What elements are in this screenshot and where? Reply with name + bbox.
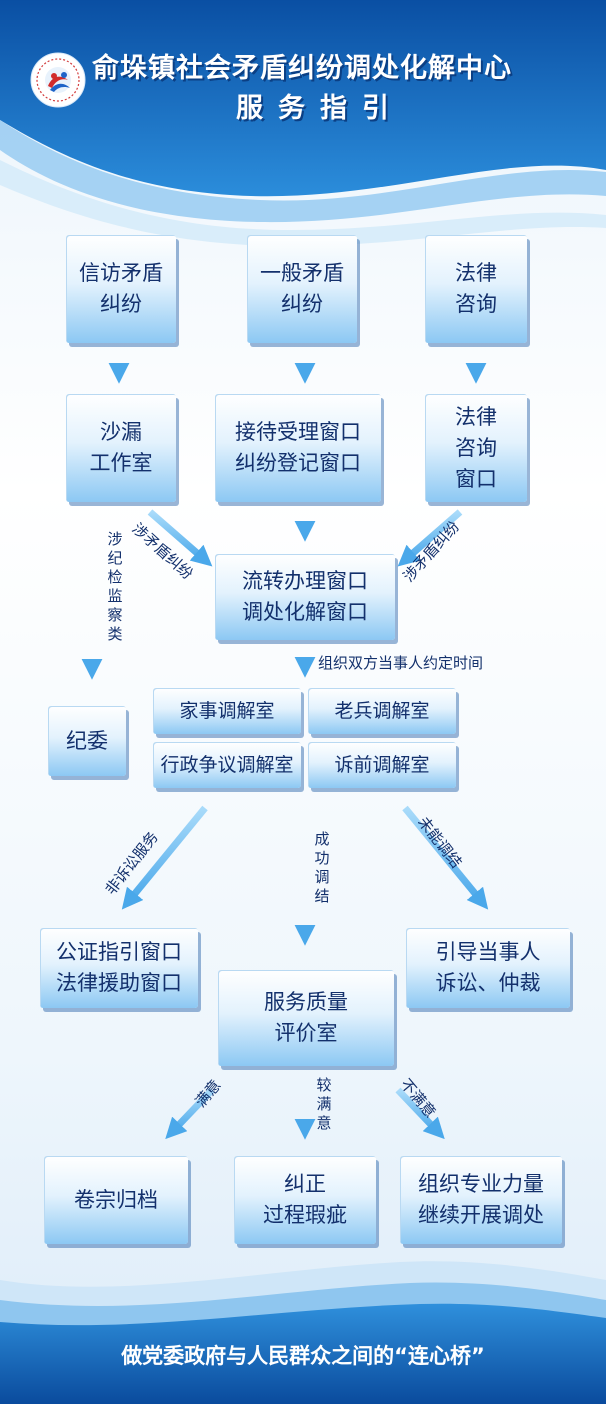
box-line: 纠正 — [284, 1172, 326, 1196]
arrow-bumanyi — [395, 1087, 445, 1140]
box-litigation-guide: 引导当事人 诉讼、仲裁 — [406, 928, 570, 1008]
box-line: 咨询 — [455, 292, 497, 316]
box-line: 诉前调解室 — [334, 753, 430, 776]
box-professional-force: 组织专业力量 继续开展调处 — [400, 1156, 562, 1244]
box-line: 老兵调解室 — [334, 699, 430, 722]
box-xinfang-dispute: 信访矛盾 纠纷 — [66, 235, 176, 343]
box-legal-window: 法律 咨询 窗口 — [425, 394, 527, 502]
box-general-dispute: 一般矛盾 纠纷 — [247, 235, 357, 343]
box-line: 诉讼、仲裁 — [435, 971, 541, 995]
arrow-falv-liuzhuan — [397, 509, 463, 567]
box-veteran-mediation: 老兵调解室 — [308, 688, 456, 734]
label-char: 涉 — [107, 530, 123, 548]
box-line: 法律援助窗口 — [56, 971, 182, 995]
box-line: 纠纷登记窗口 — [235, 451, 361, 475]
label-char: 意 — [316, 1114, 332, 1132]
box-line: 组织专业力量 — [418, 1172, 544, 1196]
box-line: 窗口 — [455, 466, 497, 491]
label-char: 结 — [314, 887, 330, 905]
box-quality-evaluation: 服务质量 评价室 — [218, 970, 394, 1066]
arrow-feisusong — [121, 805, 208, 910]
label-fairly-satisfied: 较满意 — [315, 1076, 333, 1133]
box-line: 引导当事人 — [435, 940, 541, 964]
box-prelitigation-mediation: 诉前调解室 — [308, 742, 456, 788]
box-line: 法律 — [455, 261, 497, 285]
box-line: 纠纷 — [281, 292, 323, 316]
box-reception-window: 接待受理窗口 纠纷登记窗口 — [215, 394, 381, 502]
box-line: 流转办理窗口 — [242, 569, 368, 593]
box-line: 家事调解室 — [179, 699, 275, 722]
label-char: 监 — [107, 587, 123, 605]
label-char: 调 — [314, 868, 330, 886]
arrow-shalou-liuzhuan — [147, 509, 213, 567]
box-correct-flaws: 纠正 过程瑕疵 — [234, 1156, 376, 1244]
box-line: 沙漏 — [100, 420, 142, 444]
label-char: 察 — [107, 606, 123, 624]
box-archive: 卷宗归档 — [44, 1156, 188, 1244]
label-char: 满 — [316, 1095, 332, 1113]
arrow-weineng — [402, 805, 489, 910]
box-line: 纪委 — [66, 728, 108, 753]
page-subtitle: 服务指引 — [236, 93, 404, 124]
box-line: 评价室 — [274, 1021, 338, 1045]
label-success: 成功调结 — [313, 830, 331, 906]
box-line: 卷宗归档 — [74, 1187, 158, 1212]
label-char: 功 — [314, 849, 330, 867]
label-char: 纪 — [107, 549, 123, 567]
box-discipline-committee: 纪委 — [48, 706, 126, 776]
label-char: 成 — [314, 830, 330, 848]
box-line: 一般矛盾 — [260, 261, 344, 285]
box-admin-mediation: 行政争议调解室 — [153, 742, 301, 788]
label-discipline-type: 涉纪检监察类 — [106, 530, 124, 644]
box-transfer-window: 流转办理窗口 调处化解窗口 — [215, 554, 395, 640]
box-line: 继续开展调处 — [418, 1203, 544, 1227]
box-notary-window: 公证指引窗口 法律援助窗口 — [40, 928, 198, 1008]
box-line: 工作室 — [89, 451, 153, 475]
box-family-mediation: 家事调解室 — [153, 688, 301, 734]
page-title: 俞垛镇社会矛盾纠纷调处化解中心 — [92, 53, 512, 84]
box-line: 咨询 — [455, 435, 497, 460]
box-line: 接待受理窗口 — [235, 420, 361, 444]
label-char: 检 — [107, 568, 123, 586]
box-line: 行政争议调解室 — [160, 753, 294, 776]
box-line: 过程瑕疵 — [263, 1203, 347, 1227]
box-line: 调处化解窗口 — [242, 600, 368, 624]
label-arrange-time: 组织双方当事人约定时间 — [318, 654, 484, 672]
logo-emblem — [30, 52, 86, 108]
box-shalou-studio: 沙漏 工作室 — [66, 394, 176, 502]
footer-slogan: 做党委政府与人民群众之间的“连心桥” — [121, 1344, 485, 1368]
box-line: 公证指引窗口 — [56, 940, 182, 964]
label-char: 类 — [107, 625, 123, 643]
arrow-manyi — [165, 1087, 215, 1140]
box-line: 服务质量 — [264, 990, 348, 1014]
box-line: 纠纷 — [100, 292, 142, 316]
label-char: 较 — [316, 1076, 332, 1094]
box-legal-consult: 法律 咨询 — [425, 235, 527, 343]
box-line: 法律 — [455, 404, 497, 429]
box-line: 信访矛盾 — [79, 261, 163, 285]
